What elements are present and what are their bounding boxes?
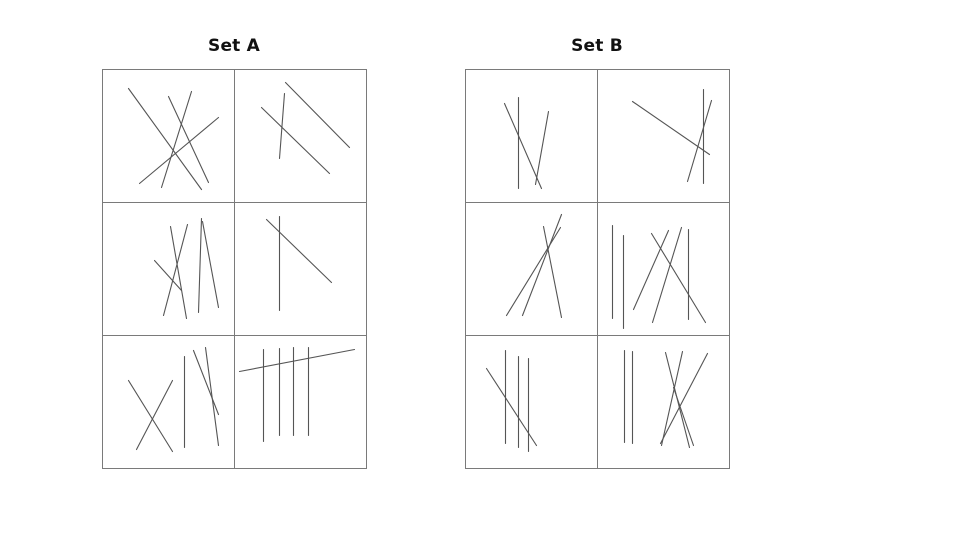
grid-cell-b-4 xyxy=(597,202,730,336)
cell-border xyxy=(465,202,598,336)
grid-svg xyxy=(465,69,730,469)
cell-border xyxy=(597,335,730,469)
cell-border xyxy=(102,335,235,469)
stroke-line-a-5-5 xyxy=(204,346,220,447)
grid-cell-a-3 xyxy=(102,202,235,336)
stroke-line-b-1-3 xyxy=(534,110,550,186)
stroke-line-a-2-1 xyxy=(284,81,351,149)
line-grid-set-a xyxy=(102,69,367,469)
grid-svg xyxy=(102,69,367,469)
grid-cell-a-2 xyxy=(234,69,367,203)
stroke-line-a-3-1 xyxy=(169,225,188,320)
stroke-line-b-4-4 xyxy=(650,232,707,324)
grid-cell-a-1 xyxy=(102,69,235,203)
stroke-line-a-3-3 xyxy=(197,217,203,314)
grid-cell-b-3 xyxy=(465,202,598,336)
grid-cell-b-5 xyxy=(465,335,598,469)
cell-border xyxy=(102,69,235,203)
grid-cell-b-6 xyxy=(597,335,730,469)
stroke-line-a-1-1 xyxy=(127,87,203,191)
cell-border xyxy=(102,202,235,336)
line-grid-set-b xyxy=(465,69,730,469)
stroke-line-a-4-2 xyxy=(265,218,333,284)
stroke-line-a-3-5 xyxy=(153,259,183,292)
cell-border xyxy=(465,69,598,203)
stroke-line-b-2-1 xyxy=(631,100,711,156)
stroke-line-a-3-2 xyxy=(162,223,189,317)
stroke-line-a-1-3 xyxy=(167,95,210,184)
panel-title-set-a: Set A xyxy=(208,36,260,56)
stroke-line-b-6-4 xyxy=(660,350,684,447)
stroke-line-b-3-1 xyxy=(505,226,562,317)
stroke-line-a-3-4 xyxy=(201,220,220,309)
stroke-line-b-4-5 xyxy=(651,226,683,324)
grid-cell-a-4 xyxy=(234,202,367,336)
cell-border xyxy=(234,335,367,469)
grid-cell-a-6 xyxy=(234,335,367,469)
stroke-line-b-3-3 xyxy=(542,225,563,319)
grid-cell-b-2 xyxy=(597,69,730,203)
stroke-line-a-2-2 xyxy=(260,106,331,175)
stroke-line-a-1-2 xyxy=(160,90,193,189)
stroke-line-b-6-5 xyxy=(659,352,709,445)
stroke-line-b-4-3 xyxy=(632,229,670,311)
stroke-line-b-5-4 xyxy=(485,367,538,447)
stroke-line-a-5-4 xyxy=(192,349,220,416)
stroke-line-b-2-2 xyxy=(686,99,713,183)
stroke-line-a-2-3 xyxy=(278,92,286,160)
stroke-line-b-3-2 xyxy=(521,213,563,317)
cell-border xyxy=(465,335,598,469)
panel-title-set-b: Set B xyxy=(571,36,623,56)
stroke-line-a-5-2 xyxy=(135,379,174,451)
stroke-line-b-6-6 xyxy=(672,386,695,447)
stroke-line-b-1-2 xyxy=(503,102,543,190)
cell-border xyxy=(597,69,730,203)
grid-cell-b-1 xyxy=(465,69,598,203)
cell-border xyxy=(234,69,367,203)
stroke-line-a-6-5 xyxy=(238,348,356,373)
stroke-line-a-1-4 xyxy=(138,116,220,185)
cell-border xyxy=(597,202,730,336)
grid-cell-a-5 xyxy=(102,335,235,469)
cell-border xyxy=(234,202,367,336)
stroke-line-a-5-1 xyxy=(127,379,174,453)
